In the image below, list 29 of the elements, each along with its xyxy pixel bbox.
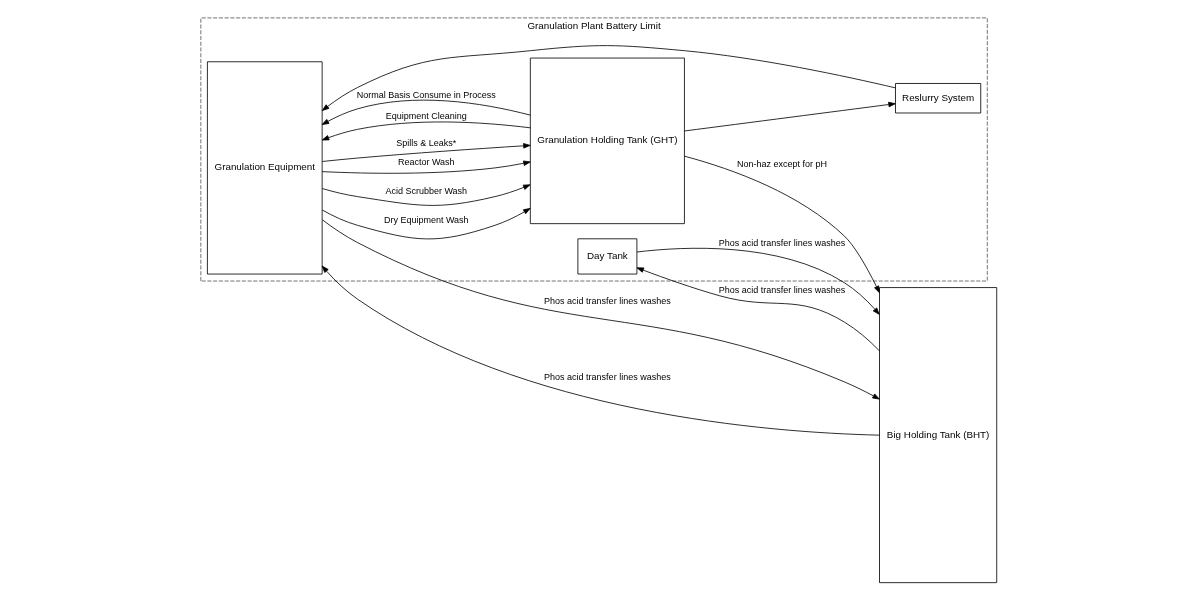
edge-label: Phos acid transfer lines washes — [718, 238, 846, 249]
node-box: Granulation Holding Tank (GHT) — [529, 57, 685, 225]
arrow — [321, 160, 531, 174]
node-box: Reslurry System — [895, 83, 982, 114]
arrow — [321, 143, 531, 162]
arrow — [636, 267, 880, 352]
arrow — [684, 155, 880, 294]
edge-label: Phos acid transfer lines washes — [718, 285, 846, 296]
arrow — [321, 265, 880, 436]
arrow — [321, 99, 531, 125]
edge-label: Equipment Cleaning — [385, 111, 467, 122]
arrow — [321, 45, 896, 111]
edge-label: Non-haz except for pH — [736, 158, 827, 169]
edge-label: Reactor Wash — [397, 157, 455, 168]
edge-label: Dry Equipment Wash — [383, 214, 469, 225]
edge-label: Normal Basis Consume in Process — [356, 90, 496, 101]
arrow — [636, 247, 880, 315]
edge-label: Phos acid transfer lines washes — [544, 372, 671, 383]
node-box: Big Holding Tank (BHT) — [879, 287, 998, 584]
arrow — [321, 184, 531, 206]
edge-label: Spills & Leaks* — [396, 137, 457, 148]
node-box: Granulation Equipment — [207, 61, 323, 275]
edge-label: Acid Scrubber Wash — [385, 185, 468, 196]
edge-label: Phos acid transfer lines washes — [544, 295, 671, 306]
arrow — [321, 219, 880, 400]
node-box: Day Tank — [577, 238, 638, 275]
arrow — [321, 121, 531, 141]
arrow — [321, 208, 531, 240]
arrow — [684, 101, 896, 132]
